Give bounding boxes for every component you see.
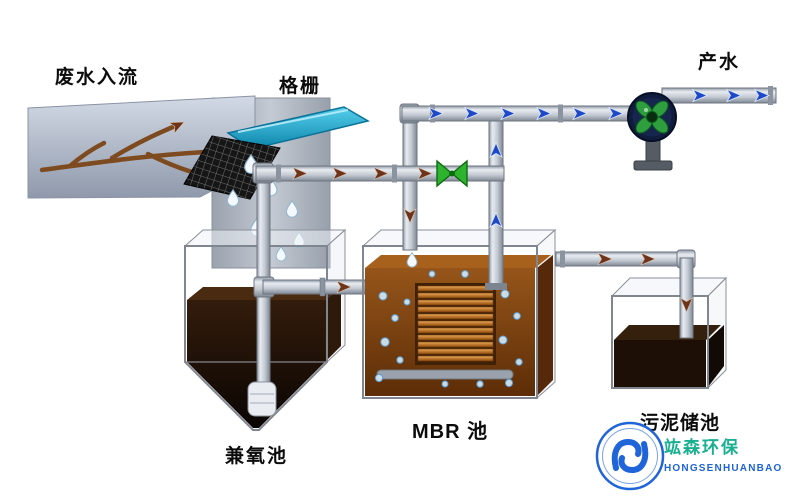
sludge-pipe [555,249,696,339]
mixer-body [247,381,277,417]
sludge-surface [614,325,721,340]
label-mbr-tank: MBR 池 [412,420,488,443]
brand-logo-icon [611,438,649,474]
label-anoxic-tank: 兼氧池 [225,444,288,467]
label-screen: 格栅 [279,74,321,97]
sludge-tank-glass [611,295,709,389]
brand-logo-ring [595,421,665,491]
permeate-header-pipe [401,104,653,123]
permeate-riser-pipe [485,111,507,290]
label-sludge-tank: 污泥储池 [640,411,720,434]
brand-name-en: HONGSENHUANBAO [664,463,782,474]
mbr-tank-glass [362,245,538,399]
anoxic-liquid-side [325,287,341,362]
product-water-pipe [661,86,777,105]
mbr-liquid-surface [365,255,551,268]
sludge [614,340,706,387]
sludge-tank [610,276,728,390]
anoxic-tank [183,228,347,431]
labels: 废水入流 格栅 产水 兼氧池 MBR 池 污泥储池 [55,50,740,467]
watermark: 竑森环保 HONGSENHUANBAO [595,421,782,491]
pump-stand [633,137,673,171]
aerator-bar [376,369,514,380]
mbr-tank [361,228,557,400]
sludge-side [708,325,724,387]
label-product-water: 产水 [698,50,740,73]
mbr-liquid-side [537,255,553,396]
pump [627,92,677,142]
membrane-stack [415,283,496,365]
mbr-tank-top [361,229,557,247]
anoxic-liquid [187,300,325,428]
valve-icon [436,159,468,188]
sludge-tank-top [610,277,728,297]
label-inflow: 废水入流 [55,65,139,88]
transfer-pipe [253,276,366,298]
brand-name: 竑森环保 [664,437,740,457]
